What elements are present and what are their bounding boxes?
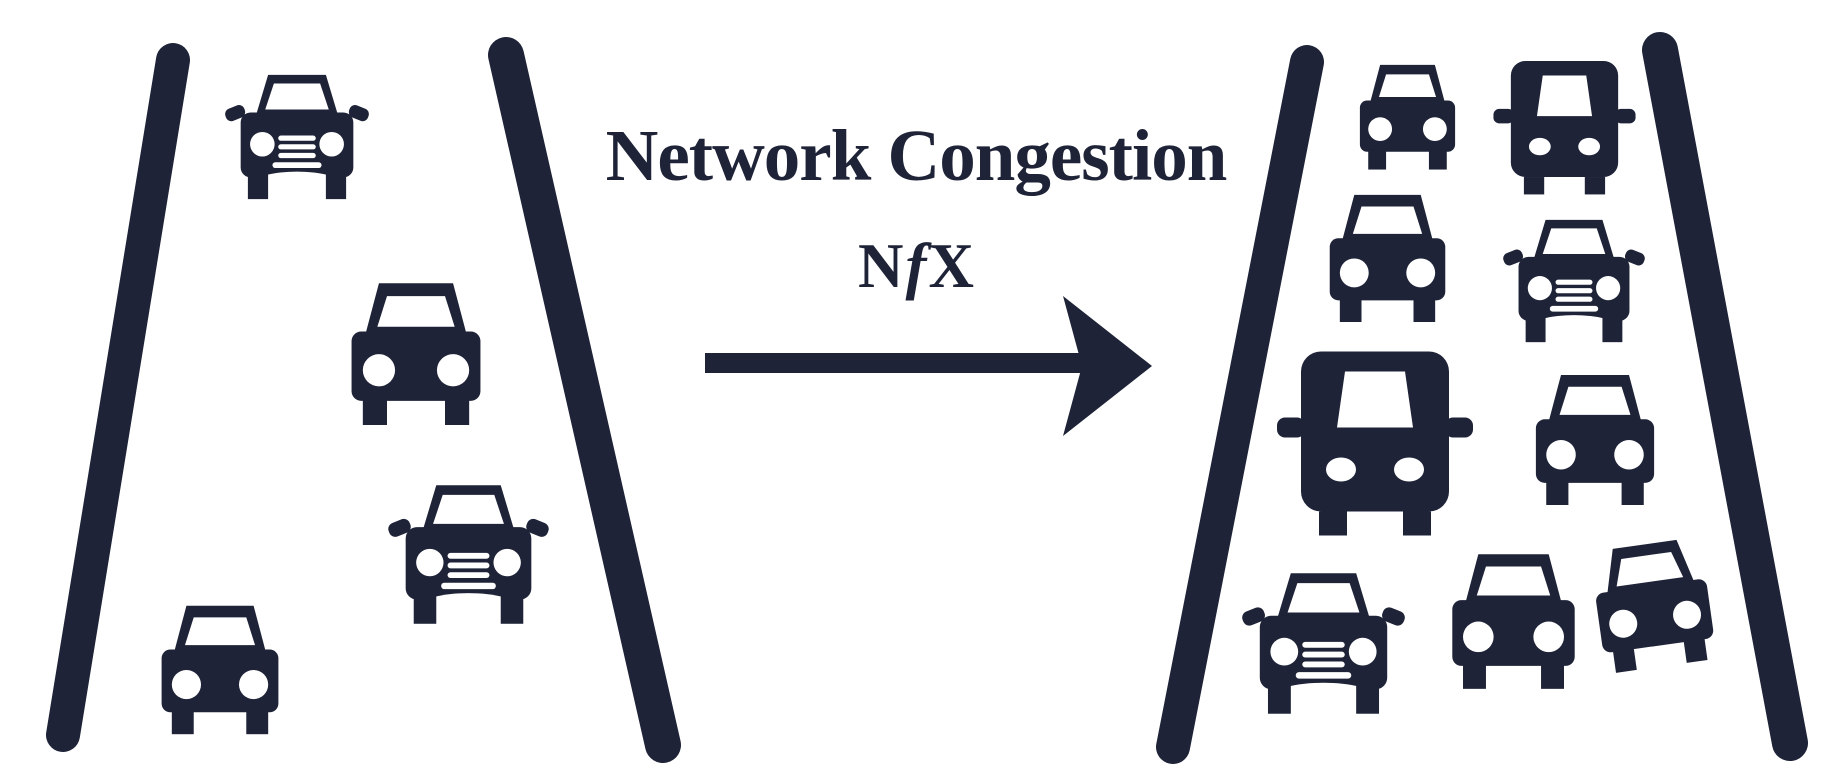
car-simple-icon [1359, 64, 1456, 170]
car-detailed-icon [223, 74, 371, 200]
car-simple-icon [351, 283, 481, 425]
arrow-head-icon [1063, 296, 1152, 436]
truck-icon [1277, 351, 1473, 536]
right-road-right-edge-line [1642, 32, 1808, 761]
car-detailed-icon [386, 485, 551, 624]
car-detailed-icon [1240, 573, 1407, 714]
car-simple-icon [1452, 554, 1575, 689]
car-simple-icon [1329, 194, 1446, 322]
car-simple-icon [1589, 536, 1718, 675]
car-simple-icon [161, 605, 279, 735]
left-road-right-edge-line [488, 37, 681, 763]
right-road-left-edge-line [1156, 45, 1324, 764]
truck-icon [1493, 61, 1636, 195]
left-road-left-edge-line [46, 43, 190, 752]
car-detailed-icon [1501, 219, 1647, 343]
car-simple-icon [1535, 374, 1655, 505]
arrow-shaft [705, 353, 1085, 373]
